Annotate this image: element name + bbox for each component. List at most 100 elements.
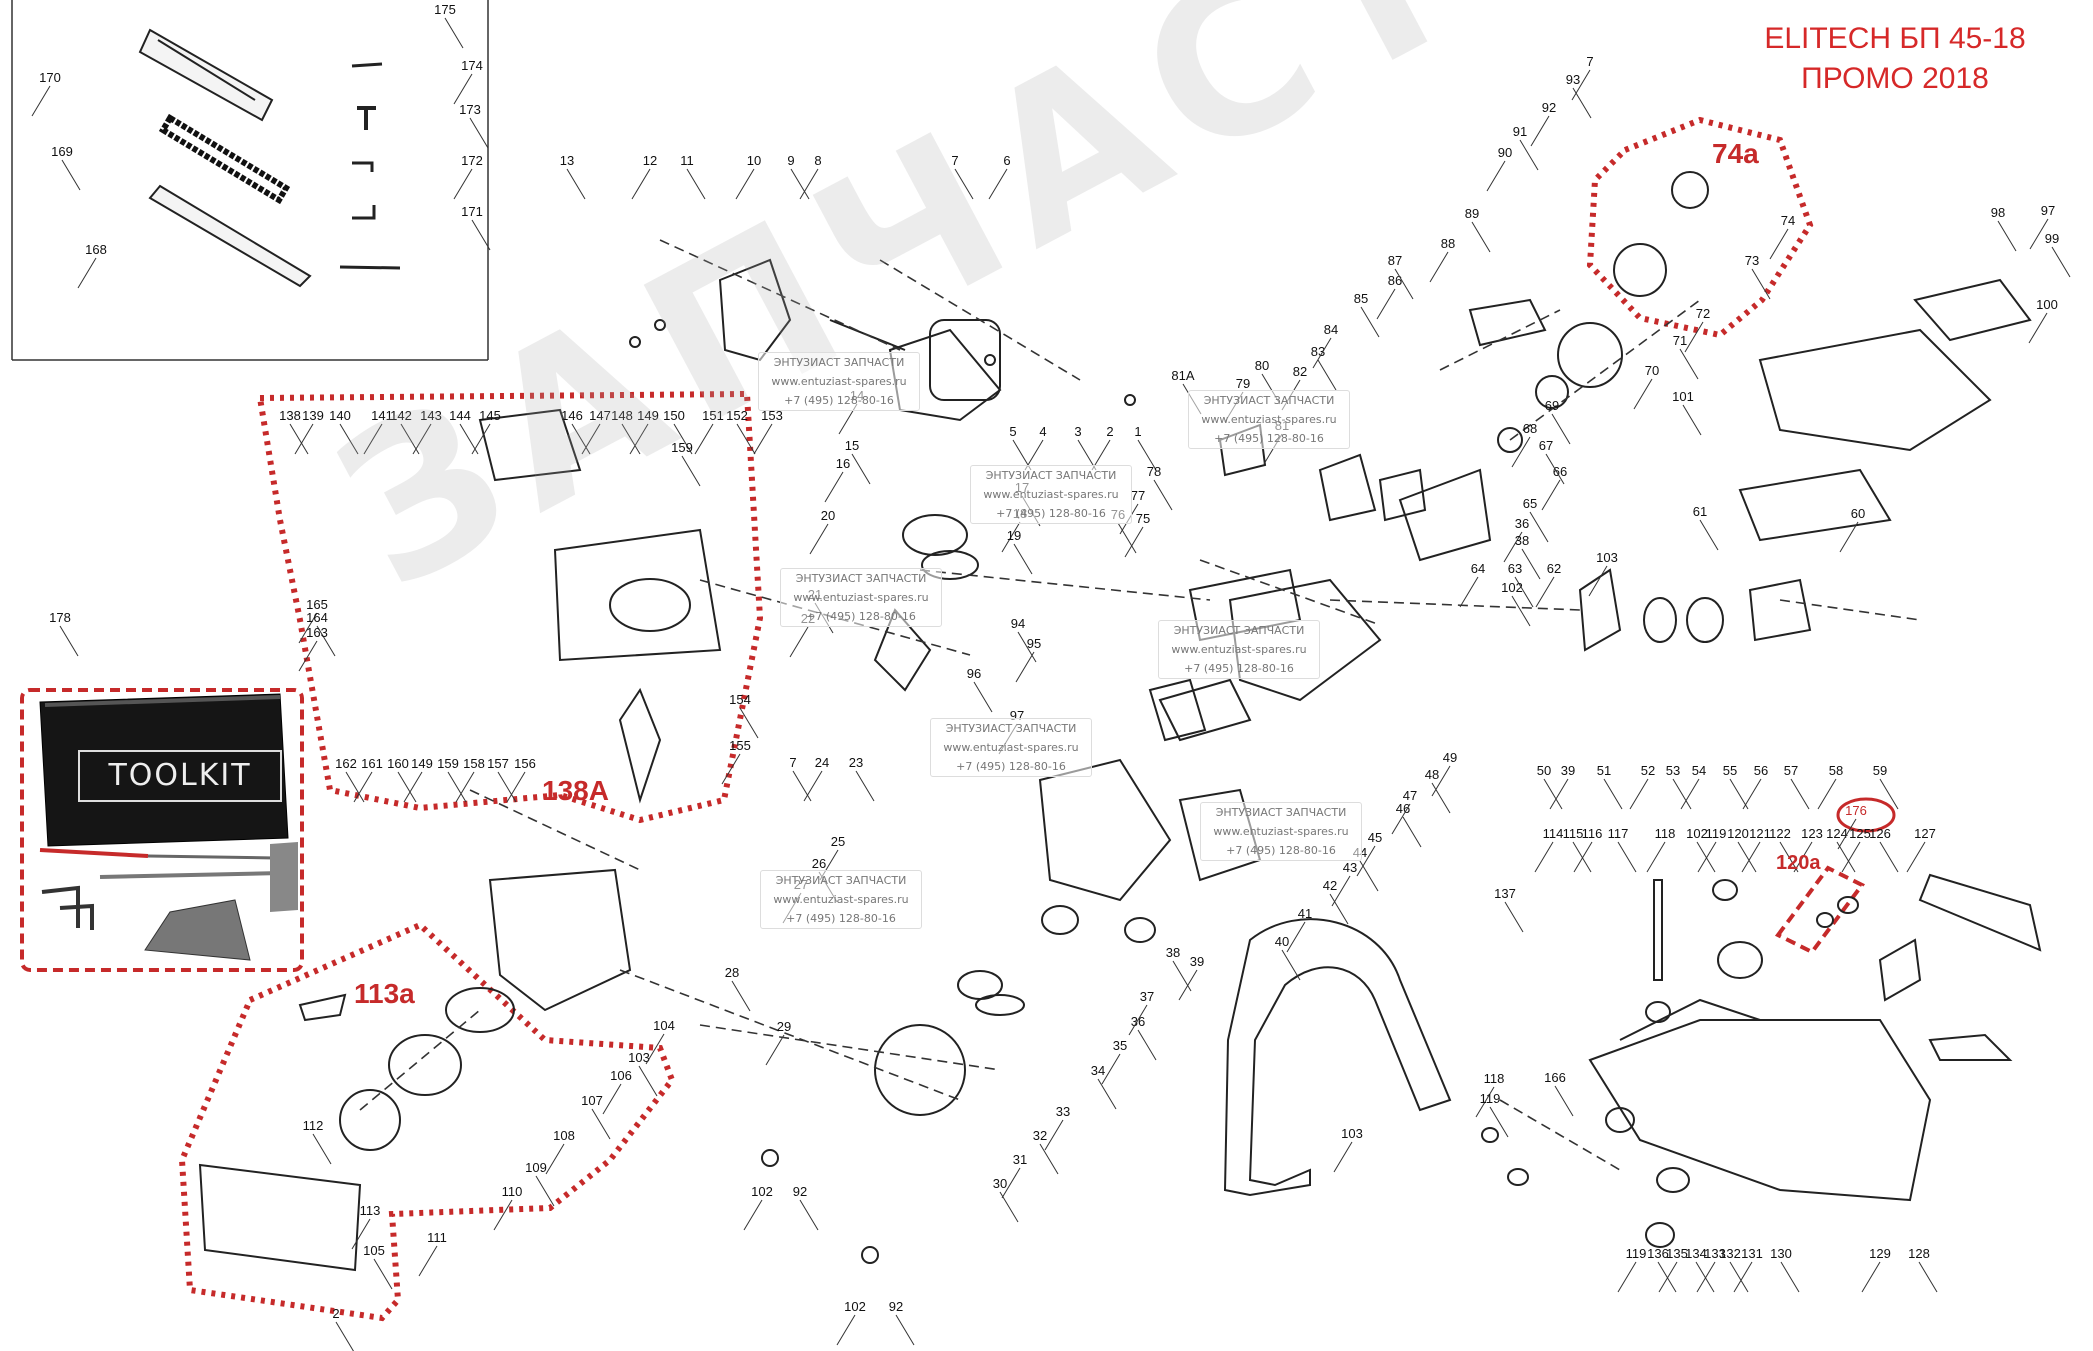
leader-line <box>1696 1261 1716 1293</box>
leader-line <box>1391 803 1411 835</box>
leader-line <box>1658 1261 1678 1293</box>
part-number-label: 149 <box>637 408 659 423</box>
part-number-label: 172 <box>461 153 483 168</box>
part-number-label: 103 <box>1596 550 1618 565</box>
leader-line <box>1742 778 1762 810</box>
watermark-stamp: ЭНТУЗИАСТ ЗАПЧАСТИ www.entuziast-spares.… <box>1200 802 1362 861</box>
part-number-label: 59 <box>1873 763 1887 778</box>
part-number-label: 139 <box>302 408 324 423</box>
part-number-label: 107 <box>581 1093 603 1108</box>
watermark-company: ЭНТУЗИАСТ ЗАПЧАСТИ <box>1173 624 1305 637</box>
watermark-company: ЭНТУЗИАСТ ЗАПЧАСТИ <box>795 572 927 585</box>
part-number-label: 118 <box>1655 826 1676 841</box>
leader-line <box>1535 576 1555 608</box>
part-number-label: 161 <box>361 756 383 771</box>
part-number-label: 60 <box>1851 506 1865 521</box>
watermark-phone: +7 (495) 128-80-16 <box>1184 662 1294 675</box>
part-number-label: 159 <box>671 440 693 455</box>
part-number-label: 170 <box>39 70 61 85</box>
part-number-label: 117 <box>1608 826 1629 841</box>
part-number-label: 174 <box>461 58 483 73</box>
part-number-label: 159 <box>437 756 459 771</box>
leader-line <box>1153 479 1173 511</box>
leader-line <box>1317 359 1337 391</box>
leader-line <box>1672 778 1692 810</box>
leader-line <box>497 771 517 803</box>
part-number-label: 23 <box>849 755 863 770</box>
leader-line <box>1997 220 2017 252</box>
group-74a-boundary <box>1586 116 1814 339</box>
part-number-label: 100 <box>2036 297 2058 312</box>
part-number-label: 39 <box>1190 954 1204 969</box>
leader-line <box>602 1083 622 1115</box>
part-number-label: 106 <box>610 1068 632 1083</box>
part-number-label: 1 <box>1134 424 1141 439</box>
leader-line <box>792 770 812 802</box>
group-label-113a: 113a <box>354 978 415 1009</box>
leader-line <box>298 640 318 672</box>
part-number-label: 5 <box>1009 424 1016 439</box>
part-number-label: 166 <box>1544 1070 1566 1085</box>
part-number-label: 101 <box>1672 389 1694 404</box>
part-number-label: 102 <box>844 1299 866 1314</box>
guide-bar-170 <box>138 28 274 122</box>
part-number-label: 119 <box>1626 1246 1647 1261</box>
part-number-label: 137 <box>1494 886 1516 901</box>
leader-line <box>418 1245 438 1277</box>
leader-line <box>1697 841 1717 873</box>
part-number-label: 58 <box>1829 763 1843 778</box>
leader-line <box>1751 268 1771 300</box>
leader-line <box>566 168 586 200</box>
leader-line <box>1543 778 1563 810</box>
leader-line <box>1356 845 1376 877</box>
leader-line <box>412 423 432 455</box>
part-number-label: 37 <box>1140 989 1154 1004</box>
leader-line <box>1529 511 1549 543</box>
part-number-label: 129 <box>1869 1246 1891 1261</box>
part-number-label: 114 <box>1543 826 1564 841</box>
leader-line <box>1137 439 1157 471</box>
group-113a-boundary <box>178 921 676 1322</box>
watermark-stamp: ЭНТУЗИАСТ ЗАПЧАСТИ www.entuziast-spares.… <box>1188 390 1350 449</box>
leader-line <box>455 771 475 803</box>
part-number-label: 9 <box>787 153 794 168</box>
leader-line <box>790 168 810 200</box>
leader-line <box>1429 251 1449 283</box>
leader-line <box>1530 115 1550 147</box>
leader-line <box>1039 1143 1059 1175</box>
leader-line <box>1489 1106 1509 1138</box>
part-number-label: 147 <box>589 408 611 423</box>
part-number-label: 28 <box>725 965 739 980</box>
leader-line <box>1017 631 1037 663</box>
part-number-label: 113 <box>360 1203 381 1218</box>
leader-line <box>1695 1261 1715 1293</box>
leader-line <box>591 1108 611 1140</box>
leader-line <box>1769 228 1789 260</box>
part-number-label: 69 <box>1545 398 1559 413</box>
leader-line <box>2029 218 2049 250</box>
leader-line <box>1001 1167 1021 1199</box>
part-number-label: 119 <box>1480 1091 1501 1106</box>
leader-line <box>1617 841 1637 873</box>
leader-line <box>1001 521 1021 553</box>
leader-line <box>1793 841 1813 873</box>
leader-line <box>1729 778 1749 810</box>
part-number-label: 52 <box>1641 763 1655 778</box>
part-number-label: 140 <box>329 408 351 423</box>
leader-line <box>1861 1261 1881 1293</box>
part-number-label: 89 <box>1465 206 1479 221</box>
part-number-label: 65 <box>1523 496 1537 511</box>
part-number-label: 150 <box>663 408 685 423</box>
leader-line <box>1780 1261 1800 1293</box>
leader-line <box>1646 841 1666 873</box>
leader-line <box>453 168 473 200</box>
part-number-label: 19 <box>1007 528 1021 543</box>
leader-line <box>1817 778 1837 810</box>
leader-line <box>1431 765 1451 797</box>
leader-line <box>1836 841 1856 873</box>
part-number-label: 24 <box>815 755 829 770</box>
leader-line <box>1486 160 1506 192</box>
leader-line <box>1603 778 1623 810</box>
part-number-label: 122 <box>1769 826 1791 841</box>
